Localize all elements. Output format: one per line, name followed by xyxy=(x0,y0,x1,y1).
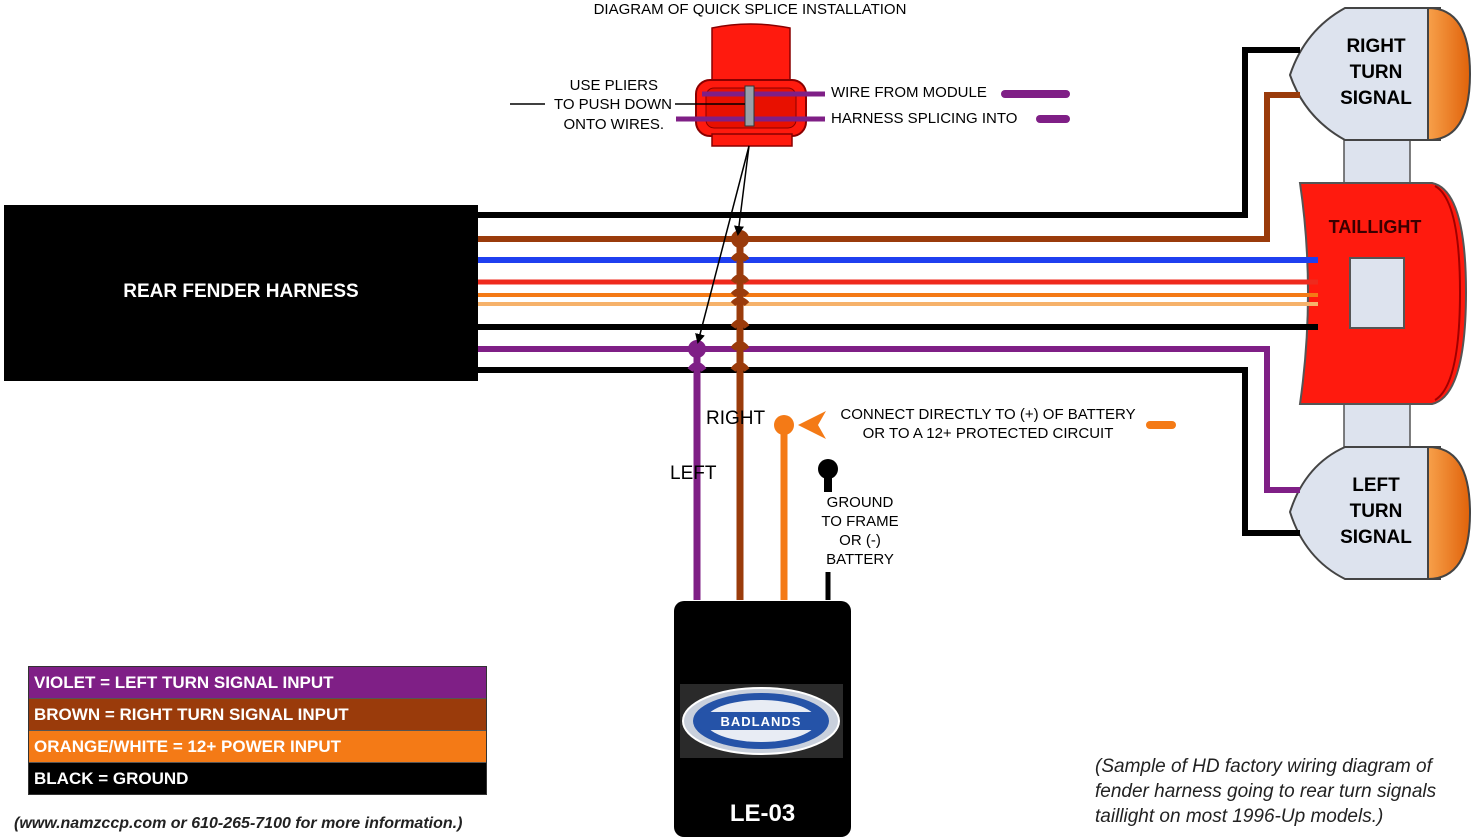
contact-footer: (www.namzccp.com or 610-265-7100 for mor… xyxy=(14,815,463,832)
legend-brown: BROWN = RIGHT TURN SIGNAL INPUT xyxy=(29,698,486,730)
splice-point-left xyxy=(688,340,706,358)
wire-from-module-label: WIRE FROM MODULE xyxy=(831,84,987,101)
sample-note: (Sample of HD factory wiring diagram of … xyxy=(1095,754,1478,829)
rear-fender-harness-label: REAR FENDER HARNESS xyxy=(123,281,359,302)
left-signal-line1: LEFT xyxy=(1352,475,1400,496)
taillight-label: TAILLIGHT xyxy=(1328,217,1422,237)
ground-line2: TO FRAME xyxy=(821,513,899,530)
right-turn-signal-label: RIGHT TURN SIGNAL xyxy=(1330,34,1422,112)
legend-violet: VIOLET = LEFT TURN SIGNAL INPUT xyxy=(29,667,486,698)
left-turn-signal xyxy=(1288,445,1472,581)
splice-point-right xyxy=(731,230,749,248)
legend-black: BLACK = GROUND xyxy=(29,762,486,794)
ground-line1: GROUND xyxy=(826,494,894,511)
module-model-label: LE-03 xyxy=(729,800,796,827)
note-line3: taillight on most 1996-Up models.) xyxy=(1095,806,1384,827)
left-signal-line2: TURN xyxy=(1349,501,1403,522)
pliers-instruction-line3: ONTO WIRES. xyxy=(563,116,664,133)
upper-mount-post xyxy=(1343,137,1411,187)
ground-terminal-icon xyxy=(818,459,838,492)
battery-terminal-dot xyxy=(774,415,794,435)
right-signal-line1: RIGHT xyxy=(1346,36,1406,57)
pliers-instruction-line1: USE PLIERS xyxy=(569,77,658,94)
rear-fender-harness xyxy=(4,205,478,381)
battery-pointer-icon xyxy=(798,411,826,439)
quick-splice-connector xyxy=(695,23,807,147)
arrow-to-left-splice xyxy=(695,145,750,344)
license-lamp-window xyxy=(1349,257,1405,329)
splice-blade xyxy=(744,85,755,127)
pliers-leader-mask xyxy=(545,96,675,112)
battery-line2: OR TO A 12+ PROTECTED CIRCUIT xyxy=(862,425,1114,442)
left-wire-label: LEFT xyxy=(670,463,717,484)
right-wire-label: RIGHT xyxy=(706,408,766,429)
brown-wire-hops xyxy=(730,252,750,372)
wire-brown-right-signal xyxy=(478,92,1300,242)
wire-color-legend: VIOLET = LEFT TURN SIGNAL INPUT BROWN = … xyxy=(28,666,487,795)
module-brand: BADLANDS xyxy=(721,714,802,729)
pliers-instruction-line2: TO PUSH DOWN xyxy=(553,96,672,113)
battery-instruction: CONNECT DIRECTLY TO (+) OF BATTERY OR TO… xyxy=(826,405,1150,443)
wire-violet-left-signal xyxy=(478,346,1300,493)
quick-splice-title: DIAGRAM OF QUICK SPLICE INSTALLATION xyxy=(593,1,907,18)
legend-orange-white: ORANGE/WHITE = 12+ POWER INPUT xyxy=(29,730,486,762)
left-signal-line3: SIGNAL xyxy=(1340,527,1412,548)
battery-line1: CONNECT DIRECTLY TO (+) OF BATTERY xyxy=(840,406,1136,423)
left-turn-signal-label: LEFT TURN SIGNAL xyxy=(1330,473,1422,551)
arrow-to-right-splice xyxy=(734,145,750,236)
right-turn-signal xyxy=(1288,6,1472,142)
badlands-logo xyxy=(682,687,840,755)
ground-line3: OR (-) xyxy=(839,532,881,549)
wire-black-right-signal xyxy=(478,47,1300,218)
right-signal-line3: SIGNAL xyxy=(1340,88,1412,109)
violet-wire-hop xyxy=(687,362,707,372)
harness-splicing-label: HARNESS SPLICING INTO xyxy=(831,110,1018,127)
ground-line4: BATTERY xyxy=(826,551,894,568)
wire-black-left-signal xyxy=(478,367,1300,536)
note-line2: fender harness going to rear turn signal… xyxy=(1095,781,1437,802)
ground-instruction: GROUND TO FRAME OR (-) BATTERY xyxy=(810,493,910,569)
right-signal-line2: TURN xyxy=(1349,62,1403,83)
note-line1: (Sample of HD factory wiring diagram of xyxy=(1095,756,1432,777)
lower-mount-post xyxy=(1343,399,1411,451)
